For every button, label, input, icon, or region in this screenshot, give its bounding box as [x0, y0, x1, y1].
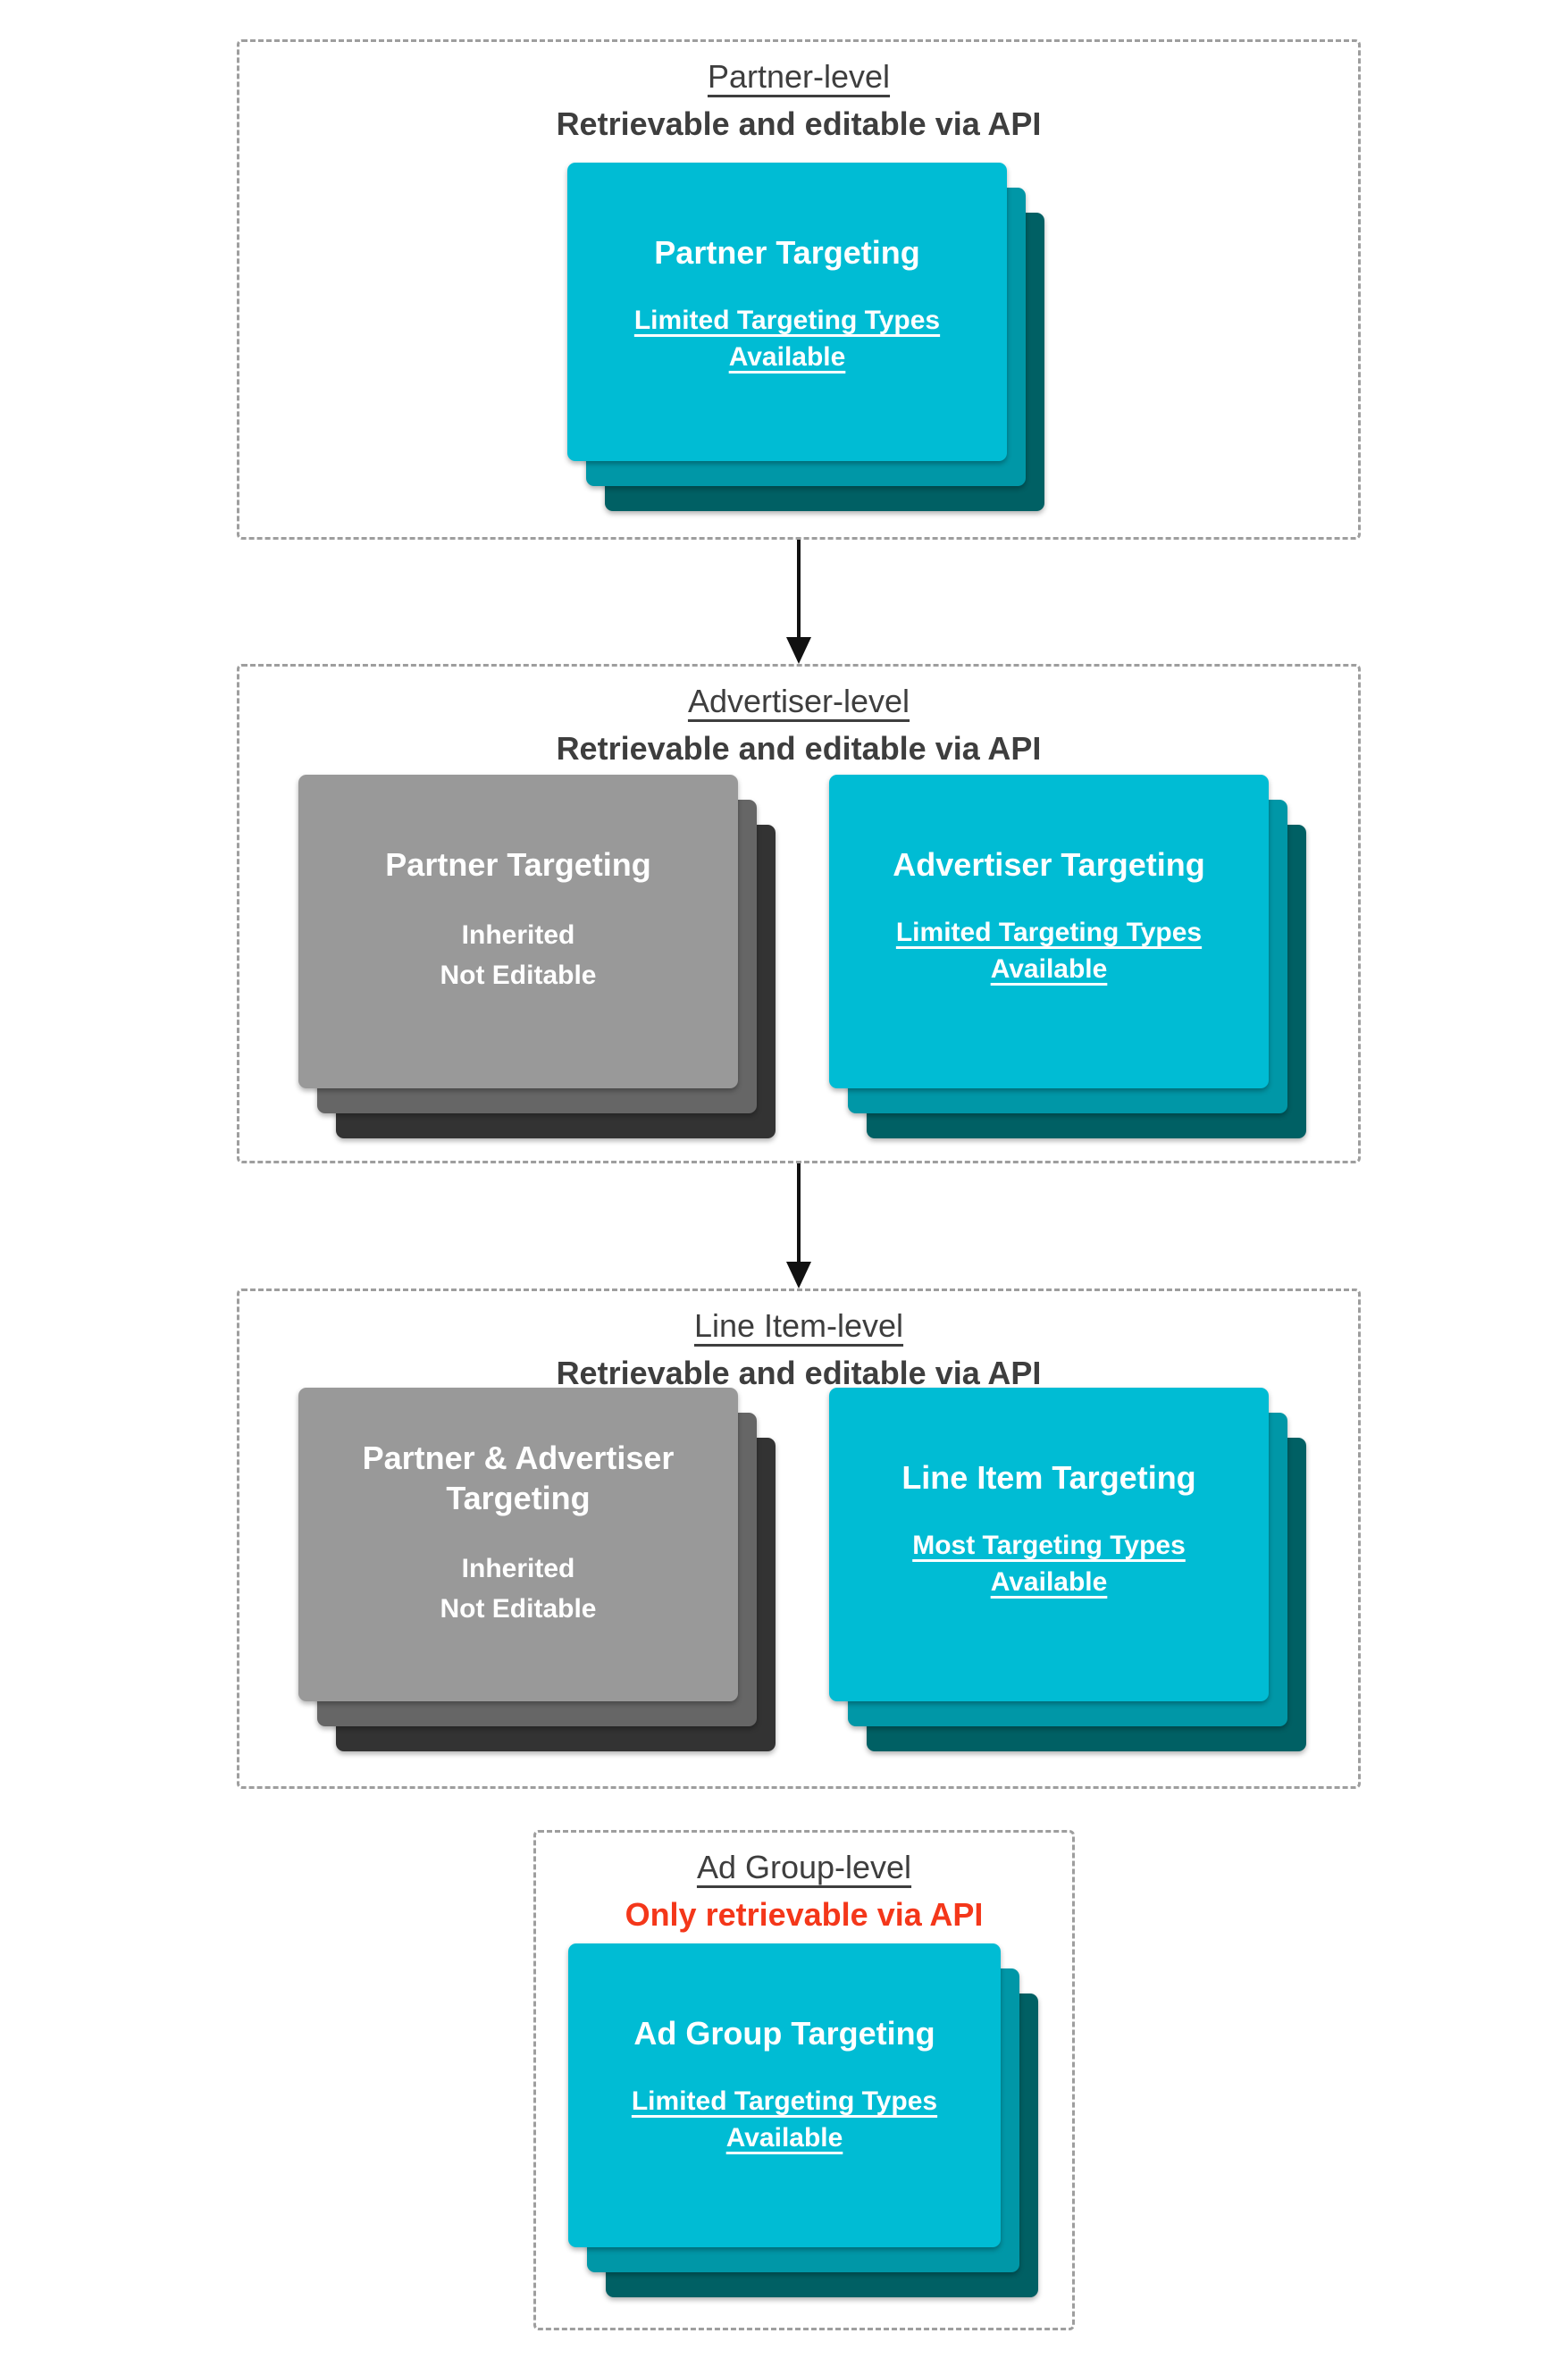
section-subtitle: Only retrievable via API — [625, 1896, 984, 1933]
card-subtitle: Limited Targeting Types Available — [578, 303, 996, 375]
inherited-partner-targeting-card: Partner Targeting Inherited Not Editable — [298, 775, 776, 1138]
card-title: Partner Targeting — [654, 234, 920, 271]
card-subtitle-line: Limited Targeting Types — [633, 306, 941, 335]
card-title: Advertiser Targeting — [893, 846, 1205, 883]
section-advertiser-header: Advertiser-level Retrievable and editabl… — [239, 681, 1358, 770]
card-front-layer — [829, 775, 1269, 1088]
card-subtitle-line: Inherited — [461, 920, 575, 950]
section-partner-level: Partner-level Retrievable and editable v… — [237, 39, 1361, 540]
card-subtitle-line: Available — [990, 953, 1108, 984]
card-front-layer — [568, 1943, 1001, 2247]
card-subtitle-line: Limited Targeting Types — [631, 2086, 938, 2116]
card-subtitle: Inherited Not Editable — [309, 915, 727, 995]
card-subtitle: Most Targeting Types Available — [840, 1528, 1258, 1600]
card-front-layer — [298, 1388, 738, 1701]
arrow-head — [786, 637, 811, 664]
section-ad-group-header: Ad Group-level Only retrievable via API — [536, 1847, 1072, 1936]
arrow-shaft — [797, 540, 801, 639]
card-subtitle-line: Most Targeting Types — [912, 1531, 1186, 1560]
card-content: Partner Targeting Inherited Not Editable — [298, 775, 738, 1088]
card-title: Ad Group Targeting — [633, 2015, 935, 2052]
section-title: Line Item-level — [693, 1307, 904, 1344]
arrow-head — [786, 1262, 811, 1288]
card-front-layer — [567, 163, 1007, 461]
section-subtitle: Retrievable and editable via API — [556, 1355, 1042, 1391]
card-content: Partner Targeting Limited Targeting Type… — [567, 163, 1007, 461]
partner-targeting-card: Partner Targeting Limited Targeting Type… — [567, 163, 1044, 511]
advertiser-targeting-card: Advertiser Targeting Limited Targeting T… — [829, 775, 1306, 1138]
section-partner-header: Partner-level Retrievable and editable v… — [239, 56, 1358, 146]
arrow-shaft — [797, 1163, 801, 1263]
section-advertiser-level: Advertiser-level Retrievable and editabl… — [237, 664, 1361, 1163]
section-line-item-level: Line Item-level Retrievable and editable… — [237, 1288, 1361, 1789]
inherited-partner-advertiser-targeting-card: Partner & Advertiser Targeting Inherited… — [298, 1388, 776, 1751]
card-subtitle-line: Inherited — [461, 1554, 575, 1583]
card-front-layer — [829, 1388, 1269, 1701]
section-subtitle: Retrievable and editable via API — [556, 730, 1042, 767]
section-title: Advertiser-level — [687, 683, 910, 719]
card-front-layer — [298, 775, 738, 1088]
card-subtitle-line: Available — [990, 1566, 1108, 1597]
card-content: Ad Group Targeting Limited Targeting Typ… — [568, 1943, 1001, 2247]
card-content: Advertiser Targeting Limited Targeting T… — [829, 775, 1269, 1088]
section-subtitle: Retrievable and editable via API — [556, 105, 1042, 142]
section-ad-group-level: Ad Group-level Only retrievable via API … — [533, 1830, 1075, 2330]
card-subtitle: Limited Targeting Types Available — [840, 915, 1258, 987]
card-content: Line Item Targeting Most Targeting Types… — [829, 1388, 1269, 1701]
card-title: Line Item Targeting — [901, 1459, 1196, 1496]
section-title: Ad Group-level — [696, 1849, 912, 1885]
card-subtitle: Limited Targeting Types Available — [579, 2084, 990, 2156]
section-line-item-header: Line Item-level Retrievable and editable… — [239, 1305, 1358, 1395]
line-item-targeting-card: Line Item Targeting Most Targeting Types… — [829, 1388, 1306, 1751]
card-subtitle-line: Not Editable — [440, 1594, 597, 1624]
card-subtitle-line: Not Editable — [440, 961, 597, 990]
card-content: Partner & Advertiser Targeting Inherited… — [298, 1388, 738, 1701]
card-subtitle: Inherited Not Editable — [309, 1549, 727, 1629]
card-title: Partner Targeting — [385, 846, 651, 883]
card-subtitle-line: Limited Targeting Types — [895, 918, 1203, 947]
card-subtitle-line: Available — [725, 2122, 843, 2153]
section-title: Partner-level — [707, 58, 891, 95]
card-title: Partner & Advertiser Targeting — [362, 1440, 675, 1516]
ad-group-targeting-card: Ad Group Targeting Limited Targeting Typ… — [568, 1943, 1038, 2297]
card-subtitle-line: Available — [728, 341, 846, 372]
